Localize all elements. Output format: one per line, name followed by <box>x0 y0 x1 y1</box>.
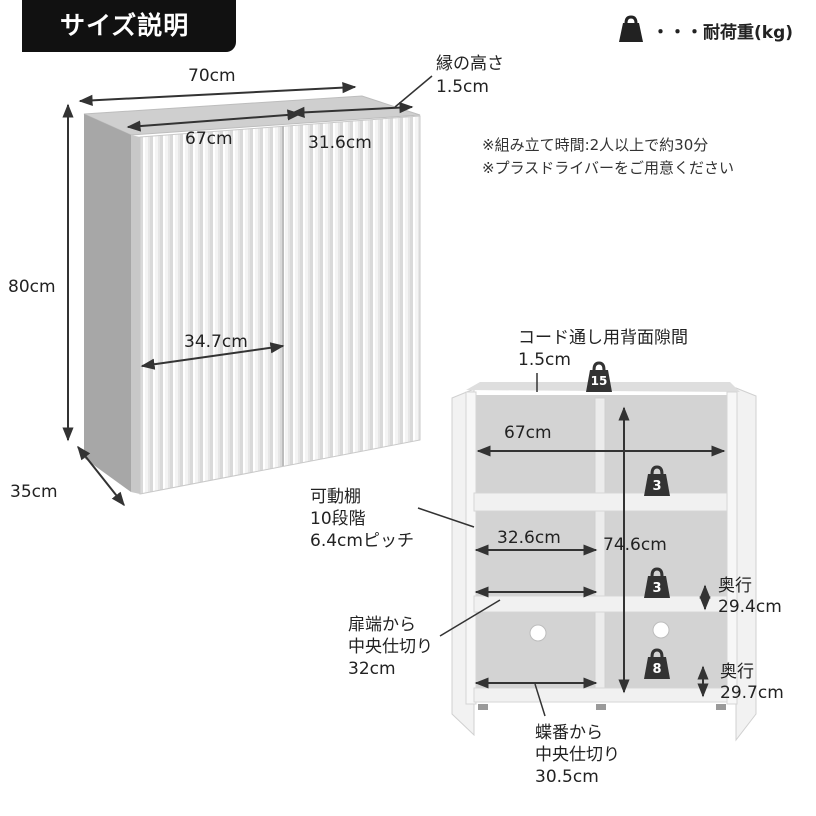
weight-badge-upper: 3 <box>642 464 672 498</box>
cord-hole-left <box>529 624 547 642</box>
hinge-label-1: 蝶番から <box>535 723 603 743</box>
weight-badge-middle: 3 <box>642 566 672 600</box>
weight-icon <box>619 15 643 42</box>
weight-icon <box>586 361 612 392</box>
rim-height-value: 1.5cm <box>436 77 489 97</box>
depth-lower-value: 29.7cm <box>720 683 784 703</box>
depth-upper-label: 奥行 <box>718 576 752 596</box>
bottom-panel <box>473 687 728 703</box>
weight-upper-value: 3 <box>652 479 662 494</box>
height-label: 80cm <box>8 277 56 297</box>
hinge-label-3: 30.5cm <box>535 767 599 787</box>
page-title: サイズ説明 <box>22 0 236 52</box>
cabinet-side-edge <box>131 135 140 494</box>
cord-gap-value: 1.5cm <box>518 350 571 370</box>
weight-badge-bottom: 8 <box>642 647 672 681</box>
door-edge-label-1: 扉端から <box>348 615 416 635</box>
depth-arrow <box>77 445 125 507</box>
inner-width-arrow <box>126 109 302 132</box>
shelf-label-2: 10段階 <box>310 509 366 529</box>
weight-icon <box>644 567 670 598</box>
rim-height-label: 縁の高さ <box>436 54 504 74</box>
width-label: 70cm <box>188 66 236 86</box>
door-inner-label: 34.7cm <box>184 332 248 352</box>
cabinet-front <box>139 115 421 495</box>
depth-label: 35cm <box>10 482 58 502</box>
shelf-upper <box>473 492 728 512</box>
door-edge-label-3: 32cm <box>348 659 396 679</box>
weight-icon <box>644 648 670 679</box>
weight-icon <box>644 465 670 496</box>
shelf-middle <box>473 595 728 613</box>
interior-height-label: 74.6cm <box>603 535 667 555</box>
depth-lower-label: 奥行 <box>720 662 754 682</box>
door-width-label: 31.6cm <box>308 133 372 153</box>
interior-width-label: 67cm <box>504 423 552 443</box>
door-width-arrow <box>290 102 414 118</box>
weight-legend: ・・・耐荷重(kg) <box>616 14 806 44</box>
weight-badge-top: 15 <box>584 360 614 394</box>
shelf-label-1: 可動棚 <box>310 487 361 507</box>
width-arrow <box>78 82 357 106</box>
rim-leader <box>394 75 433 108</box>
cord-hole-right <box>652 621 670 639</box>
weight-top-value: 15 <box>590 374 608 388</box>
depth-upper-value: 29.4cm <box>718 597 782 617</box>
screwdriver-note: ※プラスドライバーをご用意ください <box>482 159 734 177</box>
door-edge-label-2: 中央仕切り <box>348 637 433 657</box>
weight-middle-value: 3 <box>652 581 662 596</box>
half-width-label: 32.6cm <box>497 528 561 548</box>
hinge-label-2: 中央仕切り <box>535 745 620 765</box>
door-inner-arrow <box>140 342 285 370</box>
cabinet-side <box>84 114 131 492</box>
legend-label: ・・・耐荷重(kg) <box>652 23 794 43</box>
inner-width-label: 67cm <box>185 129 233 149</box>
weight-bottom-value: 8 <box>652 662 662 677</box>
assembly-note: ※組み立て時間:2人以上で約30分 <box>482 136 709 154</box>
shelf-label-3: 6.4cmピッチ <box>310 531 414 551</box>
cord-gap-label: コード通し用背面隙間 <box>518 328 688 348</box>
